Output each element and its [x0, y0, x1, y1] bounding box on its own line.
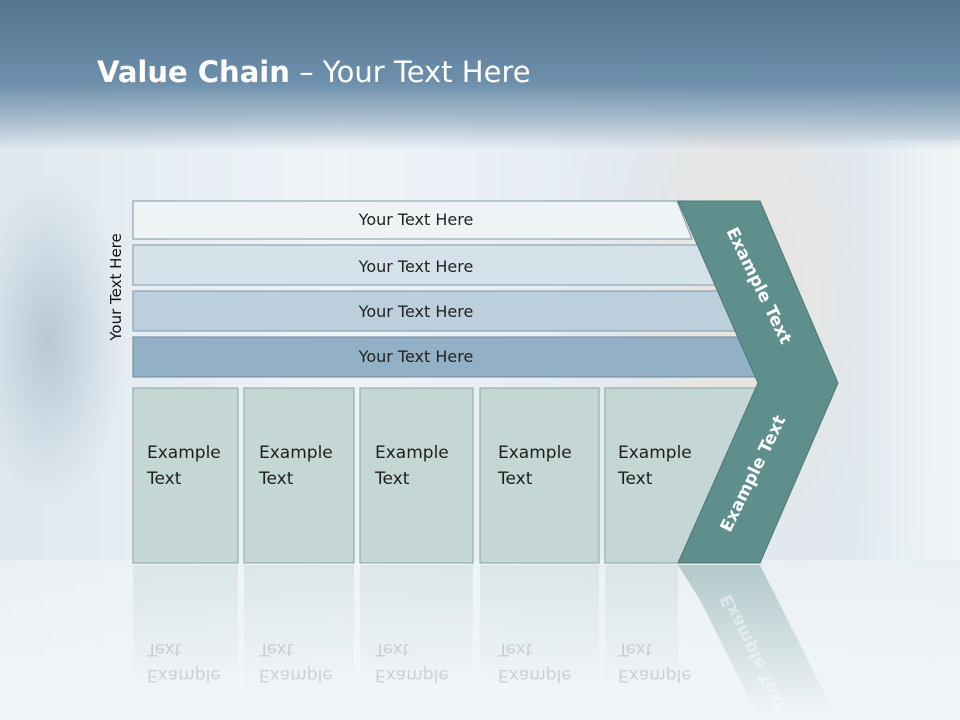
box-4-line1: Example	[498, 443, 572, 463]
box-5-reflection	[605, 565, 678, 695]
box-4-reflection-line2: Text	[498, 639, 533, 659]
box-2	[243, 387, 355, 564]
box-3-reflection-text: Example Text	[375, 636, 449, 688]
box-4-reflection-line1: Example	[498, 665, 572, 685]
box-2-line1: Example	[259, 443, 333, 463]
row-1-label: Your Text Here	[358, 210, 474, 229]
box-5-line1: Example	[618, 443, 692, 463]
box-2-reflection-text: Example Text	[259, 636, 333, 688]
box-1-line2: Text	[147, 469, 182, 489]
box-5-reflection-line2: Text	[618, 639, 653, 659]
row-1-band	[132, 200, 693, 240]
reflection: Example Text	[133, 565, 838, 720]
box-3-line1: Example	[375, 443, 449, 463]
row-2-label: Your Text Here	[358, 257, 474, 276]
chevron-reflection	[678, 565, 838, 720]
box-1-reflection-line2: Text	[147, 639, 182, 659]
box-1	[132, 387, 239, 564]
box-1-reflection-text: Example Text	[147, 636, 221, 688]
box-2-reflection-line2: Text	[259, 639, 294, 659]
box-2-reflection-line1: Example	[259, 665, 333, 685]
chevron-arrow	[677, 200, 839, 564]
box-4	[479, 387, 600, 564]
box-5-reflection-text: Example Text	[618, 636, 692, 688]
box-3-reflection	[360, 565, 473, 695]
box-5-reflection-line1: Example	[618, 665, 692, 685]
box-1-reflection	[133, 565, 238, 695]
slide-title-rest: – Your Text Here	[289, 55, 531, 89]
background-tree	[0, 180, 120, 500]
box-3	[359, 387, 474, 564]
box-4-reflection-text: Example Text	[498, 636, 572, 688]
title-bar	[0, 0, 960, 150]
box-1-reflection-line1: Example	[147, 665, 221, 685]
box-1-line1: Example	[147, 443, 221, 463]
slide-title-bold: Value Chain	[97, 55, 290, 89]
box-4-reflection	[480, 565, 599, 695]
row-4-label: Your Text Here	[358, 347, 474, 366]
box-3-line2: Text	[375, 469, 410, 489]
box-5-line2: Text	[618, 469, 653, 489]
box-3-reflection-line1: Example	[375, 665, 449, 685]
box-3-reflection-line2: Text	[375, 639, 410, 659]
box-4-line2: Text	[498, 469, 533, 489]
row-3-label: Your Text Here	[358, 302, 474, 321]
box-2-line2: Text	[259, 469, 294, 489]
slide-title: Value Chain – Your Text Here	[97, 55, 531, 89]
box-2-reflection	[244, 565, 354, 695]
background-window	[850, 140, 960, 560]
